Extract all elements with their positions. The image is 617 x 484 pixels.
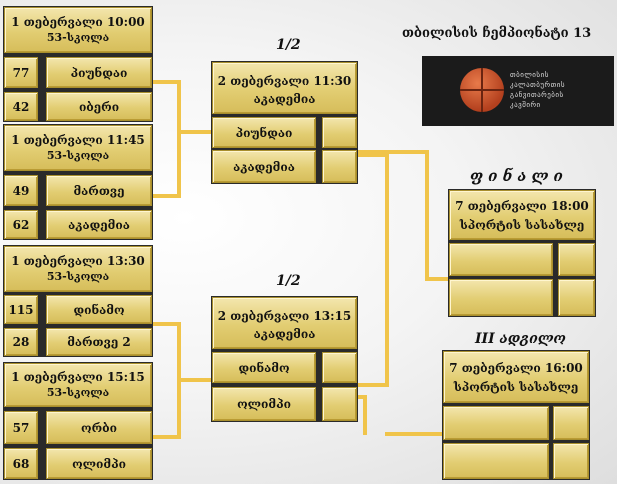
semifinal-label-2: 1/2 (276, 273, 301, 289)
federation-logo: თბილისის კალათბურთის განვითარების კავშირ… (422, 56, 614, 126)
team-score (322, 387, 357, 421)
match-venue: აკადემია (253, 327, 316, 341)
semifinal-card: 2 თებერვალი 13:15 აკადემია დინამო ოლიმპი (211, 296, 358, 422)
team-score (553, 406, 589, 440)
connector (181, 130, 211, 134)
team-score: 28 (4, 328, 38, 356)
connector (181, 378, 211, 382)
team-name: მართვე (46, 175, 152, 206)
connector (357, 153, 389, 157)
final-label: ფ ი ნ ა ლ ი (470, 167, 563, 185)
third-place-card: 7 თებერვალი 16:00 სპორტის სასახლე (442, 350, 590, 480)
semifinal-label-1: 1/2 (276, 37, 301, 53)
match-venue: სპორტის სასახლე (459, 218, 585, 232)
team-name: აკადემია (46, 210, 152, 239)
team-name: იბერი (46, 92, 152, 121)
connector (153, 194, 181, 198)
match-card: 1 თებერვალი 11:45 53-სკოლა 49 მართვე 62 … (3, 124, 153, 240)
match-date: 2 თებერვალი 13:15 (217, 309, 352, 323)
match-venue: 53-სკოლა (46, 31, 110, 44)
match-header: 2 თებერვალი 11:30 აკადემია (212, 62, 357, 114)
team-name (443, 443, 549, 479)
logo-text: თბილისის კალათბურთის განვითარების კავშირ… (510, 71, 565, 109)
match-venue: 53-სკოლა (46, 270, 110, 283)
connector (425, 150, 429, 280)
match-header: 1 თებერვალი 13:30 53-სკოლა (4, 246, 152, 292)
team-score (322, 117, 357, 148)
team-name: დინამო (46, 295, 152, 324)
team-score (553, 443, 589, 479)
championship-title: თბილისის ჩემპიონატი 13 (402, 26, 592, 41)
match-venue: აკადემია (253, 92, 316, 106)
connector (177, 322, 181, 439)
final-card: 7 თებერვალი 18:00 სპორტის სასახლე (448, 189, 596, 317)
semifinal-card: 2 თებერვალი 11:30 აკადემია პიუნდაი აკადე… (211, 61, 358, 184)
match-header: 2 თებერვალი 13:15 აკადემია (212, 297, 357, 349)
match-date: 1 თებერვალი 13:30 (11, 254, 145, 268)
team-score: 57 (4, 411, 38, 444)
third-place-label: III ადგილო (475, 331, 566, 347)
team-score: 49 (4, 175, 38, 206)
connector (357, 150, 429, 154)
team-score (322, 150, 357, 183)
match-card: 1 თებერვალი 15:15 53-სკოლა 57 ორბი 68 ოლ… (3, 362, 153, 480)
team-score (558, 243, 595, 276)
connector (153, 435, 181, 439)
match-date: 1 თებერვალი 11:45 (11, 133, 145, 147)
connector (385, 432, 443, 436)
team-score: 77 (4, 57, 38, 88)
team-score (558, 279, 595, 316)
match-header: 7 თებერვალი 16:00 სპორტის სასახლე (443, 351, 589, 403)
team-name: ორბი (46, 411, 152, 444)
team-name: პიუნდაი (46, 57, 152, 88)
team-score: 115 (4, 295, 38, 324)
logo-basketball-icon (460, 68, 504, 112)
match-date: 1 თებერვალი 10:00 (11, 15, 145, 29)
team-name: აკადემია (212, 150, 316, 183)
match-venue: 53-სკოლა (46, 149, 110, 162)
match-header: 1 თებერვალი 10:00 53-სკოლა (4, 7, 152, 53)
match-card: 1 თებერვალი 13:30 53-სკოლა 115 დინამო 28… (3, 245, 153, 357)
match-header: 1 თებერვალი 11:45 53-სკოლა (4, 125, 152, 171)
team-name: მართვე 2 (46, 328, 152, 356)
team-name (449, 243, 553, 276)
connector (425, 277, 449, 281)
team-name: პიუნდაი (212, 117, 316, 148)
match-venue: სპორტის სასახლე (453, 380, 579, 394)
match-venue: 53-სკოლა (46, 386, 110, 399)
connector (385, 153, 389, 387)
team-score: 42 (4, 92, 38, 121)
match-date: 2 თებერვალი 11:30 (217, 74, 352, 88)
match-date: 1 თებერვალი 15:15 (11, 370, 145, 384)
match-header: 1 თებერვალი 15:15 53-სკოლა (4, 363, 152, 407)
connector (363, 395, 367, 435)
team-name: დინამო (212, 352, 316, 383)
team-name: ოლიმპი (212, 387, 316, 421)
connector (153, 80, 181, 84)
match-date: 7 თებერვალი 16:00 (449, 361, 583, 375)
match-date: 7 თებერვალი 18:00 (455, 199, 589, 213)
team-name (443, 406, 549, 440)
connector (177, 80, 181, 198)
connector (153, 322, 181, 326)
connector (357, 383, 389, 387)
connector (357, 395, 367, 399)
team-name (449, 279, 553, 316)
match-header: 7 თებერვალი 18:00 სპორტის სასახლე (449, 190, 595, 240)
match-card: 1 თებერვალი 10:00 53-სკოლა 77 პიუნდაი 42… (3, 6, 153, 122)
team-score: 62 (4, 210, 38, 239)
team-score: 68 (4, 448, 38, 479)
team-name: ოლიმპი (46, 448, 152, 479)
team-score (322, 352, 357, 383)
